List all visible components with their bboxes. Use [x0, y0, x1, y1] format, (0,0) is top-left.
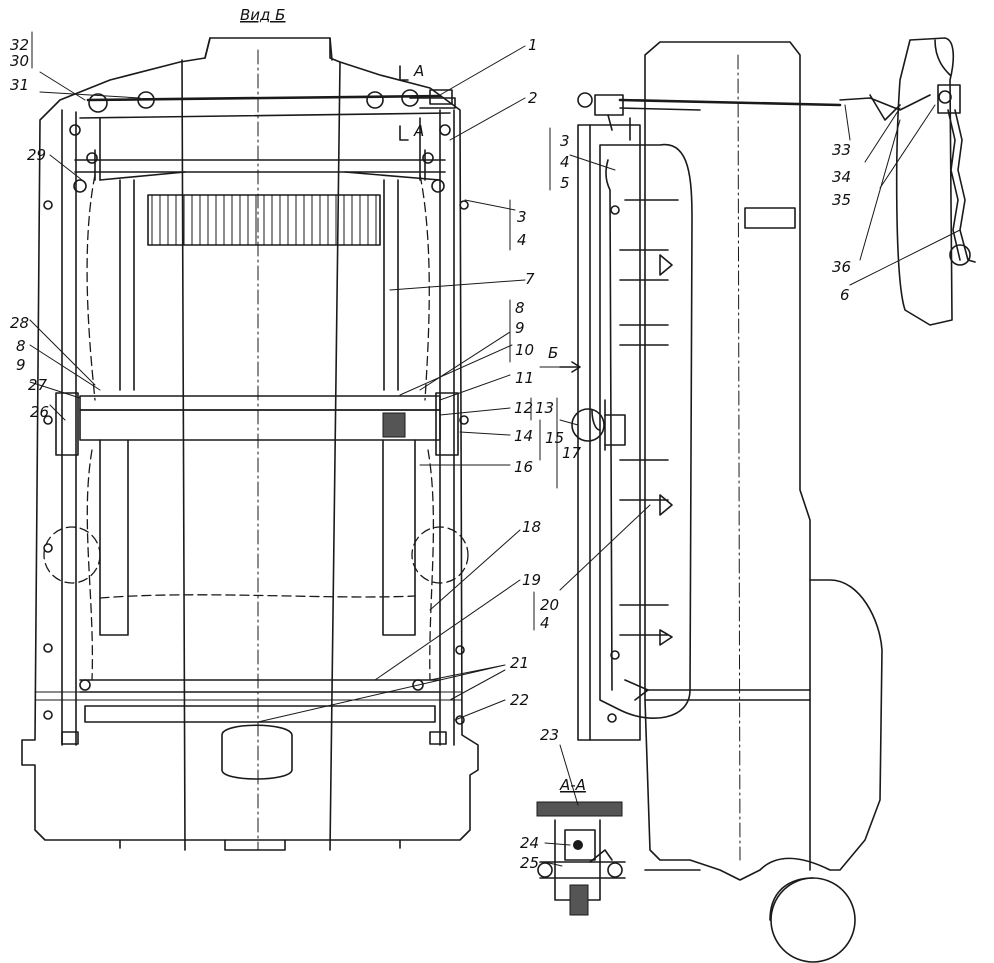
callout-3-side: 3: [560, 132, 570, 150]
callout-5: 5: [560, 174, 570, 192]
bolts-front: [43, 124, 469, 725]
mirror-chain: [839, 37, 976, 326]
callout-4-lower: 4: [540, 614, 550, 632]
section-mark-a-bottom: А: [413, 122, 424, 140]
callout-10: 10: [515, 341, 534, 359]
callout-20: 20: [540, 596, 559, 614]
view-b-title: Вид Б: [240, 6, 285, 24]
view-arrow-label: Б: [548, 344, 558, 362]
callout-22: 22: [510, 691, 529, 709]
callout-25: 25: [520, 854, 539, 872]
callout-6-chain: 6: [840, 286, 850, 304]
callout-9-left: 9: [16, 356, 26, 374]
side-view: [571, 41, 883, 963]
section-aa: [536, 801, 626, 916]
leader-lines: [29, 45, 961, 867]
callout-34: 34: [832, 168, 851, 186]
section-mark-a-top: А: [413, 62, 424, 80]
callout-7: 7: [525, 270, 535, 288]
callout-14: 14: [514, 427, 533, 445]
callout-18: 18: [522, 518, 541, 536]
callout-16: 16: [514, 458, 533, 476]
callout-26: 26: [30, 403, 49, 421]
callout-8: 8: [515, 299, 525, 317]
callout-24: 24: [520, 834, 539, 852]
callout-2: 2: [528, 89, 538, 107]
callout-30: 30: [10, 52, 29, 70]
callout-8-left: 8: [16, 337, 26, 355]
callout-32: 32: [10, 36, 29, 54]
callout-31: 31: [10, 76, 29, 94]
callout-4-front: 4: [517, 231, 527, 249]
callout-35: 35: [832, 191, 851, 209]
callout-brackets: [31, 31, 558, 631]
labels: Вид Б А-А А А Б 1 2 3 4 3 4 5 6 7 8 9 10…: [10, 6, 851, 872]
callout-17: 17: [562, 444, 582, 462]
callout-23: 23: [540, 726, 559, 744]
callout-11: 11: [515, 369, 534, 387]
callout-3-front: 3: [517, 208, 527, 226]
callout-19: 19: [522, 571, 541, 589]
callout-29: 29: [27, 146, 46, 164]
callout-15: 15: [545, 429, 564, 447]
section-aa-title: А-А: [559, 776, 586, 794]
callout-21: 21: [510, 654, 529, 672]
front-view: [21, 37, 479, 851]
callout-27: 27: [28, 376, 48, 394]
callout-4-side: 4: [560, 153, 570, 171]
comb: [147, 194, 381, 246]
callout-33: 33: [832, 141, 851, 159]
callout-9: 9: [515, 319, 525, 337]
callout-13: 13: [535, 399, 554, 417]
callout-28: 28: [10, 314, 29, 332]
callout-36: 36: [832, 258, 851, 276]
callout-12: 12: [514, 399, 533, 417]
callout-1: 1: [528, 36, 538, 54]
view-arrow-b: [559, 361, 581, 373]
